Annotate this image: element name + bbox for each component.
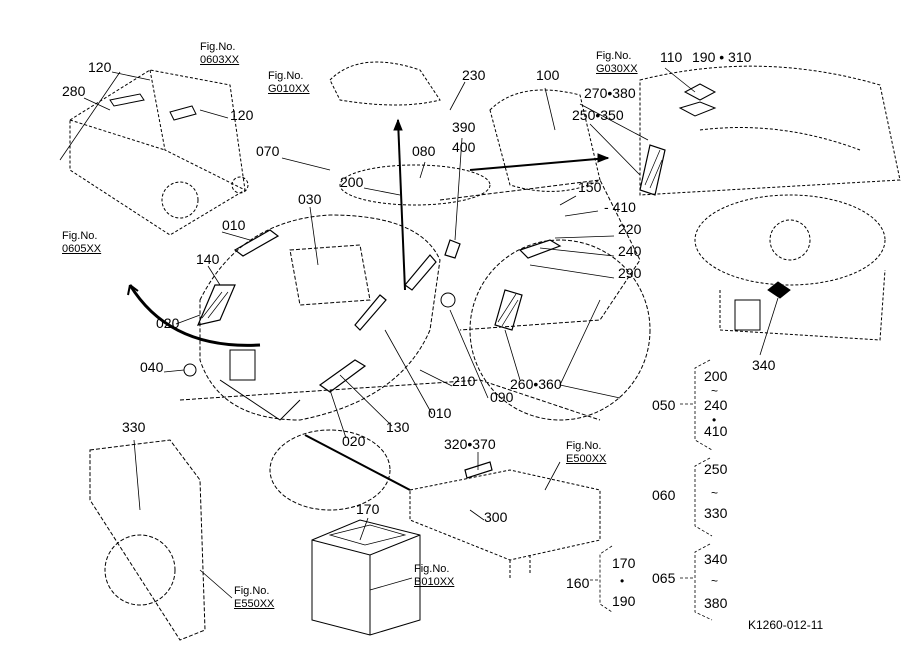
group-to: 410 — [704, 423, 728, 439]
group-id: 065 — [652, 570, 676, 586]
figref-label: Fig.No. — [62, 230, 98, 242]
front-grille — [219, 349, 301, 421]
callout-070: 070 — [256, 143, 280, 159]
callout-390: 390 — [452, 119, 476, 135]
leader-lines — [59, 67, 779, 599]
callout-040: 040 — [140, 359, 164, 375]
figref-label: Fig.No. — [234, 585, 270, 597]
group-mid: 240 — [704, 397, 728, 413]
callout-250-350: 250•350 — [572, 107, 624, 123]
callout-080: 080 — [412, 143, 436, 159]
seat-assembly — [329, 61, 601, 206]
callout-120: 120 — [230, 107, 254, 123]
group-to: 380 — [704, 595, 728, 611]
callout-280: 280 — [62, 83, 86, 99]
group-id: 050 — [652, 397, 676, 413]
range-sep: ~ — [711, 574, 719, 588]
engine-assembly — [69, 69, 249, 236]
callout-330: 330 — [122, 419, 146, 435]
figref-0605xx[interactable]: Fig.No.0605XX — [62, 230, 101, 256]
deck-panel — [734, 299, 761, 331]
cap-040 — [183, 363, 197, 377]
engine-decals — [109, 93, 197, 121]
callout-220: 220 — [618, 221, 642, 237]
figref-label: Fig.No. — [414, 563, 450, 575]
group-from: 250 — [704, 461, 728, 477]
callout-270-380: 270•380 — [584, 85, 636, 101]
callout-240: 240 — [618, 243, 642, 259]
figref-code[interactable]: G030XX — [596, 63, 638, 75]
callout-400: 400 — [452, 139, 476, 155]
figref-e500xx[interactable]: Fig.No.E500XX — [566, 440, 606, 466]
shield-panel — [89, 439, 206, 641]
callout-010: 010 — [222, 217, 246, 233]
hatch-lines — [201, 149, 663, 327]
callout-340: 340 — [752, 357, 776, 373]
figref-0603xx[interactable]: Fig.No.0603XX — [200, 41, 239, 67]
fender-assembly — [639, 65, 901, 196]
range-sep: ~ — [711, 384, 719, 398]
range-sep: ~ — [711, 486, 719, 500]
callout-130: 130 — [386, 419, 410, 435]
callout-100: 100 — [536, 67, 560, 83]
callout-020: 020 — [156, 315, 180, 331]
callout-210: 210 — [452, 373, 476, 389]
callout-410: - 410 — [604, 199, 636, 215]
group-to: 190 — [612, 593, 636, 609]
figref-g010xx[interactable]: Fig.No.G010XX — [268, 70, 310, 96]
brackets — [590, 359, 713, 621]
list-sep: • — [620, 574, 625, 588]
cap-090 — [440, 292, 456, 308]
figref-b010xx[interactable]: Fig.No.B010XX — [414, 563, 454, 589]
figref-code[interactable]: E500XX — [566, 453, 607, 465]
callout-140: 140 — [196, 251, 220, 267]
callout-300: 300 — [484, 509, 508, 525]
group-from: 340 — [704, 551, 728, 567]
fender-decals — [678, 83, 717, 117]
callout-190-310: 190 • 310 — [692, 49, 752, 65]
figref-code[interactable]: 0605XX — [62, 243, 102, 255]
battery — [311, 519, 421, 636]
arrow-to-fender — [469, 157, 609, 171]
figref-e550xx[interactable]: Fig.No.E550XX — [234, 585, 274, 611]
figref-code[interactable]: B010XX — [414, 576, 455, 588]
group-from: 200 — [704, 368, 728, 384]
callout-290: 290 — [618, 265, 642, 281]
mower-deck — [694, 194, 886, 341]
callout-020: 020 — [342, 433, 366, 449]
callout-150: 150 — [578, 179, 602, 195]
arrow-to-0605 — [128, 284, 261, 347]
hatched-decals — [196, 144, 666, 479]
callout-170: 170 — [356, 501, 380, 517]
group-id: 160 — [566, 575, 590, 591]
figref-label: Fig.No. — [566, 440, 602, 452]
callout-200: 200 — [340, 174, 364, 190]
callout-230: 230 — [462, 67, 486, 83]
group-to: 330 — [704, 505, 728, 521]
figref-code[interactable]: G010XX — [268, 83, 310, 95]
list-sep: • — [712, 413, 717, 427]
callout-320-370: 320•370 — [444, 436, 496, 452]
arrow-to-seat — [397, 119, 406, 291]
arrow-to-frame — [304, 434, 411, 491]
figref-code[interactable]: E550XX — [234, 598, 275, 610]
decal-340 — [767, 281, 791, 299]
callout-030: 030 — [298, 191, 322, 207]
callout-110: 110 — [660, 49, 683, 65]
figref-code[interactable]: 0603XX — [200, 54, 240, 66]
figref-label: Fig.No. — [596, 50, 632, 62]
figref-label: Fig.No. — [200, 41, 236, 53]
group-from: 170 — [612, 555, 636, 571]
figref-label: Fig.No. — [268, 70, 304, 82]
callout-090: 090 — [490, 389, 514, 405]
group-id: 060 — [652, 487, 676, 503]
callout-120: 120 — [88, 59, 112, 75]
frame-assembly — [409, 469, 601, 580]
figref-g030xx[interactable]: Fig.No.G030XX — [596, 50, 638, 76]
callout-260-360: 260•360 — [510, 376, 562, 392]
callout-010: 010 — [428, 405, 452, 421]
drawing-code: K1260-012-11 — [748, 618, 824, 632]
